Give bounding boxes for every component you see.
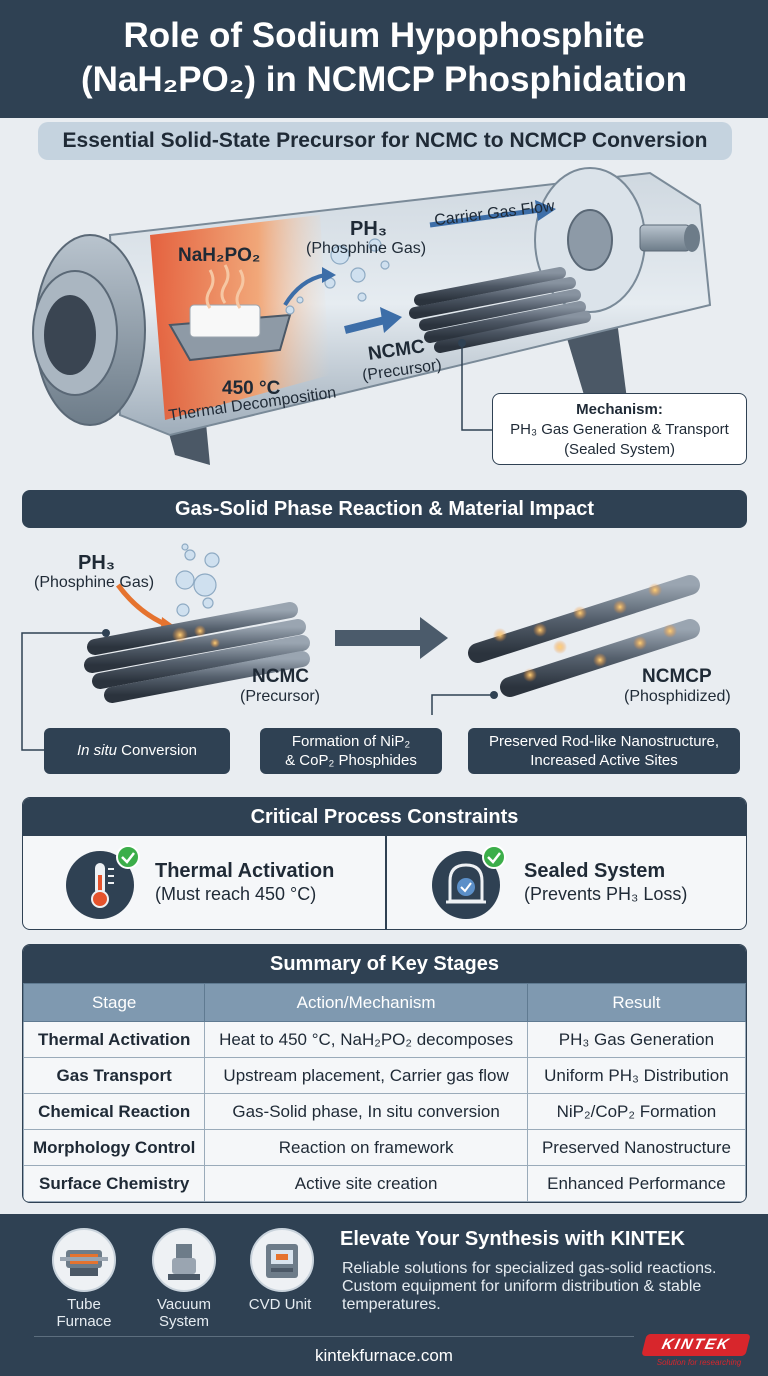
page-title: Role of Sodium Hypophosphite (NaH₂PO₂) i…: [0, 14, 768, 102]
cta-line-2: Custom equipment for uniform distributio…: [342, 1278, 702, 1295]
phosphide-formation-box: Formation of NiP₂ & CoP₂ Phosphides: [260, 728, 442, 774]
table-row: Thermal Activation Heat to 450 °C, NaH₂P…: [23, 1021, 746, 1058]
stages-table: Stage Action/Mechanism Result Thermal Ac…: [23, 983, 746, 1202]
stage-cell: Gas Transport: [23, 1057, 206, 1094]
ncmcp-label: NCMCP: [642, 666, 712, 687]
ph3-label: PH₃: [350, 218, 388, 240]
nanostructure-line-1: Preserved Rod-like Nanostructure,: [488, 733, 720, 750]
cvd-unit-line-1: CVD Unit: [248, 1296, 312, 1313]
ph3-bubbles-small: [175, 543, 220, 617]
summary-panel: Summary of Key Stages Stage Action/Mecha…: [22, 944, 747, 1203]
constraint-1-title: Thermal Activation: [155, 860, 335, 882]
thermometer-icon: [66, 845, 140, 919]
title-line-1: Role of Sodium Hypophosphite: [123, 16, 645, 55]
subtitle: Essential Solid-State Precursor for NCMC…: [38, 122, 732, 160]
stage-cell: Chemical Reaction: [23, 1093, 206, 1130]
nanostructure-box: Preserved Rod-like Nanostructure, Increa…: [468, 728, 740, 774]
cta-line-1: Reliable solutions for specialized gas-s…: [342, 1260, 717, 1277]
vacuum-system-label: Vacuum System: [144, 1296, 224, 1330]
gas-outlet: [639, 224, 691, 252]
kintek-logo[interactable]: KINTEK: [641, 1334, 751, 1356]
header-banner: [0, 0, 768, 118]
table-row: Morphology Control Reaction on framework…: [23, 1129, 746, 1166]
phosphide-line-1: Formation of NiP₂: [291, 733, 411, 750]
tube-furnace-illustration: [32, 167, 712, 465]
action-cell: Upstream placement, Carrier gas flow: [204, 1057, 528, 1094]
result-cell: Enhanced Performance: [526, 1165, 746, 1202]
tube-furnace-line-1: Tube: [67, 1296, 101, 1313]
vacuum-system-icon[interactable]: [152, 1228, 216, 1292]
reaction-heading: Gas-Solid Phase Reaction & Material Impa…: [22, 490, 747, 528]
constraints-heading: Critical Process Constraints: [23, 798, 746, 836]
vacuum-system-line-2: System: [158, 1313, 209, 1330]
table-row: Gas Transport Upstream placement, Carrie…: [23, 1057, 746, 1094]
in-situ-conversion-box: In situ Conversion: [44, 728, 230, 774]
phosphide-line-2: & CoP₂ Phosphides: [285, 752, 417, 769]
mechanism-line-2: (Sealed System): [564, 441, 675, 458]
reaction-ph3-sublabel: (Phosphine Gas): [34, 574, 155, 591]
cta-title: Elevate Your Synthesis with KINTEK: [340, 1228, 685, 1250]
stage-cell: Surface Chemistry: [23, 1165, 206, 1202]
reaction-ph3-label: PH₃: [78, 552, 116, 574]
conversion-text: Conversion: [116, 742, 198, 759]
action-cell: Active site creation: [204, 1165, 528, 1202]
nanostructure-line-2: Increased Active Sites: [530, 752, 678, 769]
table-header-row: Stage Action/Mechanism Result: [23, 983, 746, 1022]
column-header-result: Result: [526, 983, 746, 1022]
logo-tagline: Solution for researching: [656, 1358, 742, 1367]
footer: [0, 1214, 768, 1376]
stage-cell: Thermal Activation: [23, 1021, 206, 1058]
in-situ-italic: In situ: [76, 742, 117, 759]
cvd-unit-icon[interactable]: [250, 1228, 314, 1292]
constraints-divider: [385, 836, 387, 929]
constraint-2-title: Sealed System: [524, 860, 666, 882]
temperature-label: 450 °C: [222, 378, 281, 399]
table-row: Surface Chemistry Active site creation E…: [23, 1165, 746, 1202]
transformation-arrow: [335, 617, 448, 659]
title-line-2: (NaH₂PO₂) in NCMCP Phosphidation: [80, 60, 687, 99]
result-cell: Preserved Nanostructure: [526, 1129, 746, 1166]
ncmc-rods-bundle: [84, 602, 310, 703]
reaction-ncmc-label: NCMC: [252, 666, 309, 687]
result-cell: NiP₂/CoP₂ Formation: [526, 1093, 746, 1130]
ph3-sublabel: (Phosphine Gas): [306, 240, 427, 257]
footer-divider: [34, 1336, 634, 1337]
action-cell: Heat to 450 °C, NaH₂PO₂ decomposes: [204, 1021, 528, 1058]
cta-line-3: temperatures.: [342, 1296, 441, 1313]
ncmcp-sublabel: (Phosphidized): [624, 688, 731, 705]
vacuum-system-line-1: Vacuum: [157, 1296, 211, 1313]
tube-furnace-label: Tube Furnace: [44, 1296, 124, 1330]
column-header-action: Action/Mechanism: [204, 983, 528, 1022]
sealed-chamber-icon: [432, 845, 506, 919]
stage-cell: Morphology Control: [23, 1129, 206, 1166]
constraints-panel: Critical Process Constraints: [22, 797, 747, 930]
column-header-stage: Stage: [23, 983, 206, 1022]
result-cell: PH₃ Gas Generation: [526, 1021, 746, 1058]
mechanism-title: Mechanism:: [576, 401, 663, 418]
constraint-1-detail: (Must reach 450 °C): [155, 884, 317, 904]
tube-furnace-icon[interactable]: [52, 1228, 116, 1292]
action-cell: Reaction on framework: [204, 1129, 528, 1166]
reaction-ncmc-sublabel: (Precursor): [240, 688, 321, 705]
tube-furnace-line-2: Furnace: [56, 1313, 112, 1330]
active-sites: [493, 583, 677, 682]
precursor-powder: [189, 304, 261, 338]
reaction-illustration: [21, 543, 700, 751]
summary-heading: Summary of Key Stages: [23, 945, 746, 983]
mechanism-line-1: PH₃ Gas Generation & Transport: [510, 421, 729, 438]
ncmc-rods: [409, 267, 591, 353]
cvd-unit-label: CVD Unit: [240, 1296, 320, 1313]
table-row: Chemical Reaction Gas-Solid phase, In si…: [23, 1093, 746, 1130]
mechanism-callout: Mechanism: PH₃ Gas Generation & Transpor…: [492, 393, 747, 465]
precursor-label: NaH₂PO₂: [178, 245, 261, 266]
website-link[interactable]: kintekfurnace.com: [315, 1346, 453, 1365]
constraint-2-detail: (Prevents PH₃ Loss): [524, 884, 688, 904]
action-cell: Gas-Solid phase, In situ conversion: [204, 1093, 528, 1130]
cta-description: Reliable solutions for specialized gas-s…: [342, 1260, 752, 1314]
result-cell: Uniform PH₃ Distribution: [526, 1057, 746, 1094]
ph3-bubbles: [285, 238, 390, 315]
